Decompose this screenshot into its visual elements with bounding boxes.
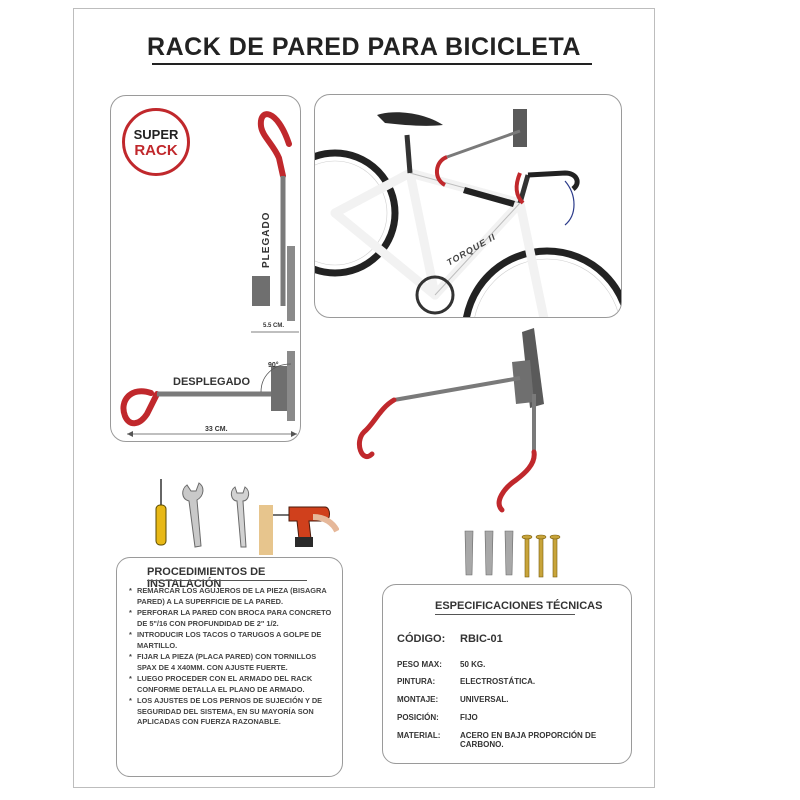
label-desplegado: DESPLEGADO — [173, 376, 251, 388]
procedure-item: REMARCAR LOS AGUJEROS DE LA PIEZA (BISAG… — [129, 586, 334, 607]
spec-value-peso: 50 KG. — [460, 660, 486, 669]
folded-rack-bracket — [252, 276, 270, 306]
spec-value-material: ACERO EN BAJA PROPORCIÓN DE CARBONO. — [460, 731, 597, 749]
label-plegado: PLEGADO — [261, 211, 272, 268]
saddle — [377, 112, 443, 126]
adjustable-wrench-icon — [182, 482, 204, 548]
photo-rack-plate — [513, 109, 527, 147]
dimension-diagram-panel: SUPER RACK PLEGADO 5.5 CM. 90° DESP — [110, 95, 301, 442]
bike-on-rack-illustration — [315, 109, 621, 317]
folded-rack-hook — [257, 111, 292, 179]
large-rack-hook-left — [357, 397, 397, 459]
large-rack-illustration — [357, 328, 544, 513]
title-underline — [152, 63, 592, 65]
chainring — [415, 275, 455, 315]
front-wheel — [463, 247, 621, 317]
unfolded-rack-bracket — [271, 366, 287, 411]
logo-text-rack: RACK — [134, 142, 178, 159]
product-sheet: RACK DE PARED PARA BICICLETA SUPER RACK — [73, 8, 655, 788]
specs-title: ESPECIFICACIONES TÉCNICAS — [435, 600, 603, 612]
unfolded-rack-plate — [287, 351, 295, 421]
label-angle: 90° — [268, 362, 279, 369]
logo-text-super: SUPER — [133, 127, 179, 142]
label-gap-dimension: 5.5 CM. — [263, 323, 285, 329]
installation-procedures-panel: PROCEDIMIENTOS DE INSTALACIÓN REMARCAR L… — [116, 557, 343, 777]
folded-rack-plate — [287, 246, 295, 321]
rear-wheel — [315, 149, 399, 277]
large-rack-arm — [393, 376, 521, 402]
super-rack-logo: SUPER RACK — [122, 108, 190, 176]
spec-value-montaje: UNIVERSAL. — [460, 695, 509, 704]
photo-rack-arm — [446, 129, 521, 159]
spec-code-value: RBIC-01 — [460, 633, 503, 645]
procedure-item: FIJAR LA PIEZA (PLACA PARED) CON TORNILL… — [129, 652, 334, 673]
spec-value-posicion: FIJO — [460, 713, 478, 722]
spec-code-label: CÓDIGO: — [397, 633, 446, 645]
label-length-dimension: 33 CM. — [205, 426, 228, 433]
bike-photo-panel: TORQUE II — [314, 94, 622, 318]
screw-icon — [521, 534, 561, 578]
procedure-item: INTRODUCIR LOS TACOS O TARUGOS A GOLPE D… — [129, 630, 334, 651]
procedures-title-underline — [147, 580, 307, 581]
screwdriver-icon — [155, 479, 167, 546]
rack-dimension-drawing — [120, 111, 299, 437]
hardware-illustration — [464, 530, 561, 578]
technical-specs-panel: ESPECIFICACIONES TÉCNICAS CÓDIGO: RBIC-0… — [382, 584, 632, 764]
tools-illustration — [155, 479, 339, 555]
combination-wrench-icon — [230, 486, 250, 548]
photo-rack-hook — [435, 155, 448, 187]
spec-label-peso: PESO MAX: — [397, 660, 442, 669]
spec-label-material: MATERIAL: — [397, 731, 441, 740]
procedure-item: PERFORAR LA PARED CON BROCA PARA CONCRET… — [129, 608, 334, 629]
spec-label-montaje: MONTAJE: — [397, 695, 439, 704]
large-rack-hook-right — [496, 449, 537, 513]
spec-label-pintura: PINTURA: — [397, 677, 436, 686]
large-rack-plate — [522, 328, 544, 408]
procedure-item: LUEGO PROCEDER CON EL ARMADO DEL RACK CO… — [129, 674, 334, 695]
handlebar — [527, 170, 580, 191]
procedure-item: LOS AJUSTES DE LOS PERNOS DE SUJECIÓN Y … — [129, 696, 334, 728]
page-title: RACK DE PARED PARA BICICLETA — [147, 33, 581, 61]
wall-anchor-icon — [464, 530, 514, 576]
spec-label-posicion: POSICIÓN: — [397, 713, 439, 722]
procedures-list: REMARCAR LOS AGUJEROS DE LA PIEZA (BISAG… — [129, 586, 334, 729]
unfolded-rack-hook — [120, 388, 160, 427]
angle-arc — [260, 363, 292, 393]
spec-value-pintura: ELECTROSTÁTICA. — [460, 677, 536, 686]
drill-icon — [259, 505, 339, 555]
specs-title-underline — [435, 614, 575, 615]
